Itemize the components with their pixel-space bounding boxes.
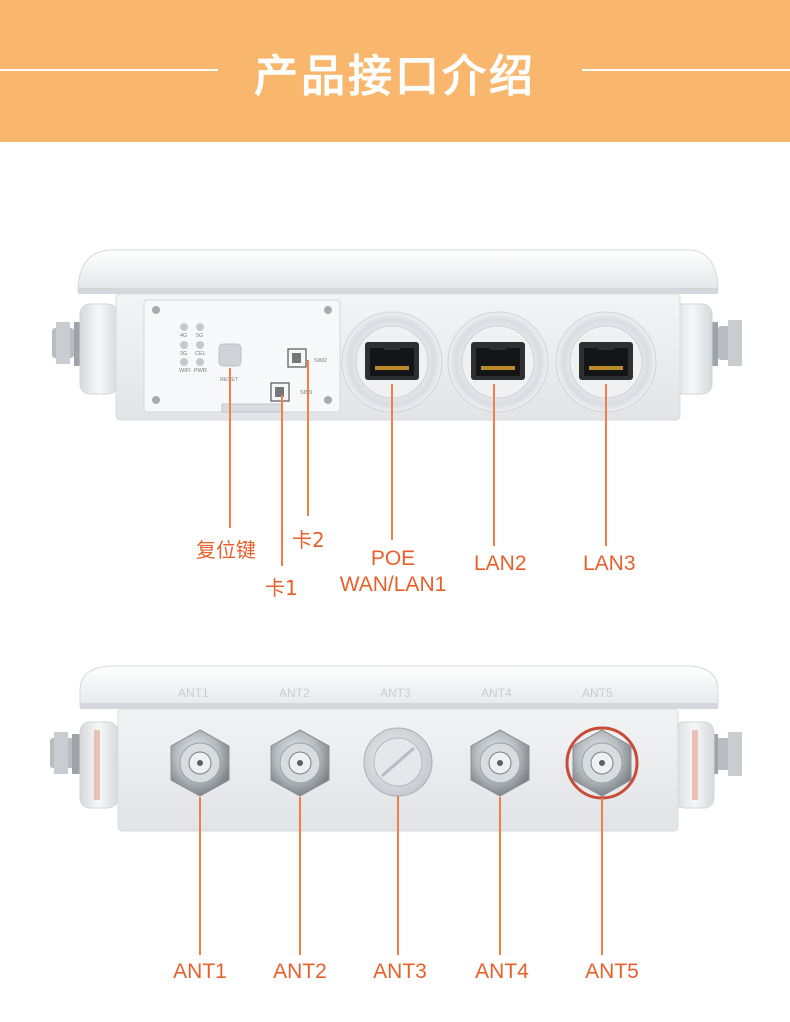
led-wifi-label: WIFI	[179, 368, 191, 374]
label-card2: 卡2	[292, 528, 325, 552]
label-poe: POE	[370, 547, 416, 570]
led-4g-label: 4G	[180, 333, 187, 339]
led-3g-label: 3G	[180, 351, 187, 357]
ant1-silkscreen: ANT1	[178, 686, 209, 700]
ant2-connector-icon	[270, 729, 330, 797]
sim1-silkscreen: SIM1	[300, 390, 313, 396]
ant3-blanking-cap-icon	[363, 727, 433, 797]
rj45-port-poe-icon	[341, 311, 443, 413]
led-pwr-label: PWR	[194, 368, 207, 374]
label-ant1: ANT1	[173, 960, 227, 983]
side-connector-left-icon	[52, 303, 119, 395]
label-ant4: ANT4	[475, 960, 529, 983]
ant1-connector-icon	[170, 729, 230, 797]
ant5-silkscreen: ANT5	[582, 686, 613, 700]
page-title: 产品接口介绍	[254, 51, 536, 102]
sim2-slot-icon	[287, 348, 307, 368]
label-poe-wan-lan1: POE WAN/LAN1	[332, 546, 454, 598]
label-card1: 卡1	[265, 576, 298, 600]
reset-button[interactable]	[218, 343, 242, 367]
label-ant2: ANT2	[273, 960, 327, 983]
device-interface-side: 4G 5G 3G CEL WIFI PWR RESET SIM2 SIM1	[52, 249, 742, 566]
rj45-port-lan2-icon	[447, 311, 549, 413]
label-wan-lan1: WAN/LAN1	[339, 573, 447, 596]
device-antenna-side: ANT1 ANT2 ANT3 ANT4 ANT5	[50, 665, 742, 955]
banner-divider-left	[0, 69, 218, 71]
label-reset: 复位键	[196, 538, 256, 562]
ant3-silkscreen: ANT3	[380, 686, 411, 700]
sim1-slot-icon	[270, 382, 290, 402]
label-lan3: LAN3	[583, 552, 636, 575]
label-lan2: LAN2	[474, 552, 527, 575]
led-cel-label: CEL	[195, 351, 206, 357]
label-ant3: ANT3	[373, 960, 427, 983]
ant4-connector-icon	[470, 729, 530, 797]
sim2-silkscreen: SIM2	[314, 358, 327, 364]
ant2-silkscreen: ANT2	[279, 686, 310, 700]
title-banner: 产品接口介绍	[0, 0, 790, 142]
side-connector-right-icon	[671, 303, 742, 395]
side-connector-left-icon	[50, 721, 119, 809]
rj45-port-lan3-icon	[555, 311, 657, 413]
ant5-connector-icon	[565, 726, 639, 800]
banner-divider-right	[582, 69, 790, 71]
ant4-silkscreen: ANT4	[481, 686, 512, 700]
label-ant5: ANT5	[585, 960, 639, 983]
side-connector-right-icon	[673, 721, 742, 809]
led-5g-label: 5G	[196, 333, 203, 339]
